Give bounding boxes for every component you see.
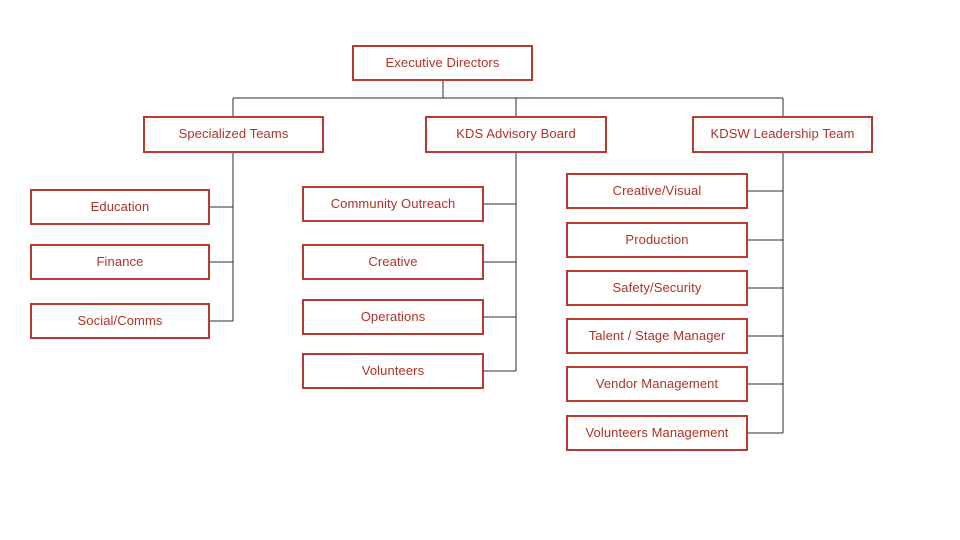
org-node-production: Production (566, 222, 748, 258)
org-node-kdsw-leadership-team: KDSW Leadership Team (692, 116, 873, 153)
org-node-label: Creative/Visual (612, 182, 702, 198)
org-node-label: Social/Comms (77, 312, 163, 328)
org-node-volunteers: Volunteers (302, 353, 484, 389)
org-node-volunteers-management: Volunteers Management (566, 415, 748, 451)
org-node-label: Community Outreach (330, 195, 456, 211)
org-node-label: Vendor Management (595, 375, 719, 391)
org-node-label: Education (90, 198, 150, 214)
org-node-label: Specialized Teams (178, 126, 289, 142)
org-node-vendor-management: Vendor Management (566, 366, 748, 402)
org-node-creative: Creative (302, 244, 484, 280)
org-node-operations: Operations (302, 299, 484, 335)
org-node-finance: Finance (30, 244, 210, 280)
org-node-kds-advisory-board: KDS Advisory Board (425, 116, 607, 153)
org-node-label: Creative (368, 253, 418, 269)
org-node-label: Safety/Security (612, 279, 702, 295)
org-node-education: Education (30, 189, 210, 225)
org-node-creative-visual: Creative/Visual (566, 173, 748, 209)
org-node-executive-directors: Executive Directors (352, 45, 533, 81)
org-node-community-outreach: Community Outreach (302, 186, 484, 222)
org-node-talent-stage-manager: Talent / Stage Manager (566, 318, 748, 354)
org-node-label: KDSW Leadership Team (710, 126, 855, 142)
org-node-safety-security: Safety/Security (566, 270, 748, 306)
org-node-specialized-teams: Specialized Teams (143, 116, 324, 153)
org-node-label: Executive Directors (385, 54, 500, 70)
org-node-label: KDS Advisory Board (456, 126, 576, 142)
org-node-label: Talent / Stage Manager (588, 327, 726, 343)
org-node-label: Volunteers Management (585, 424, 729, 440)
org-node-social-comms: Social/Comms (30, 303, 210, 339)
org-node-label: Production (625, 231, 689, 247)
org-node-label: Operations (360, 308, 426, 324)
org-node-label: Volunteers (361, 362, 425, 378)
org-node-label: Finance (96, 253, 144, 269)
